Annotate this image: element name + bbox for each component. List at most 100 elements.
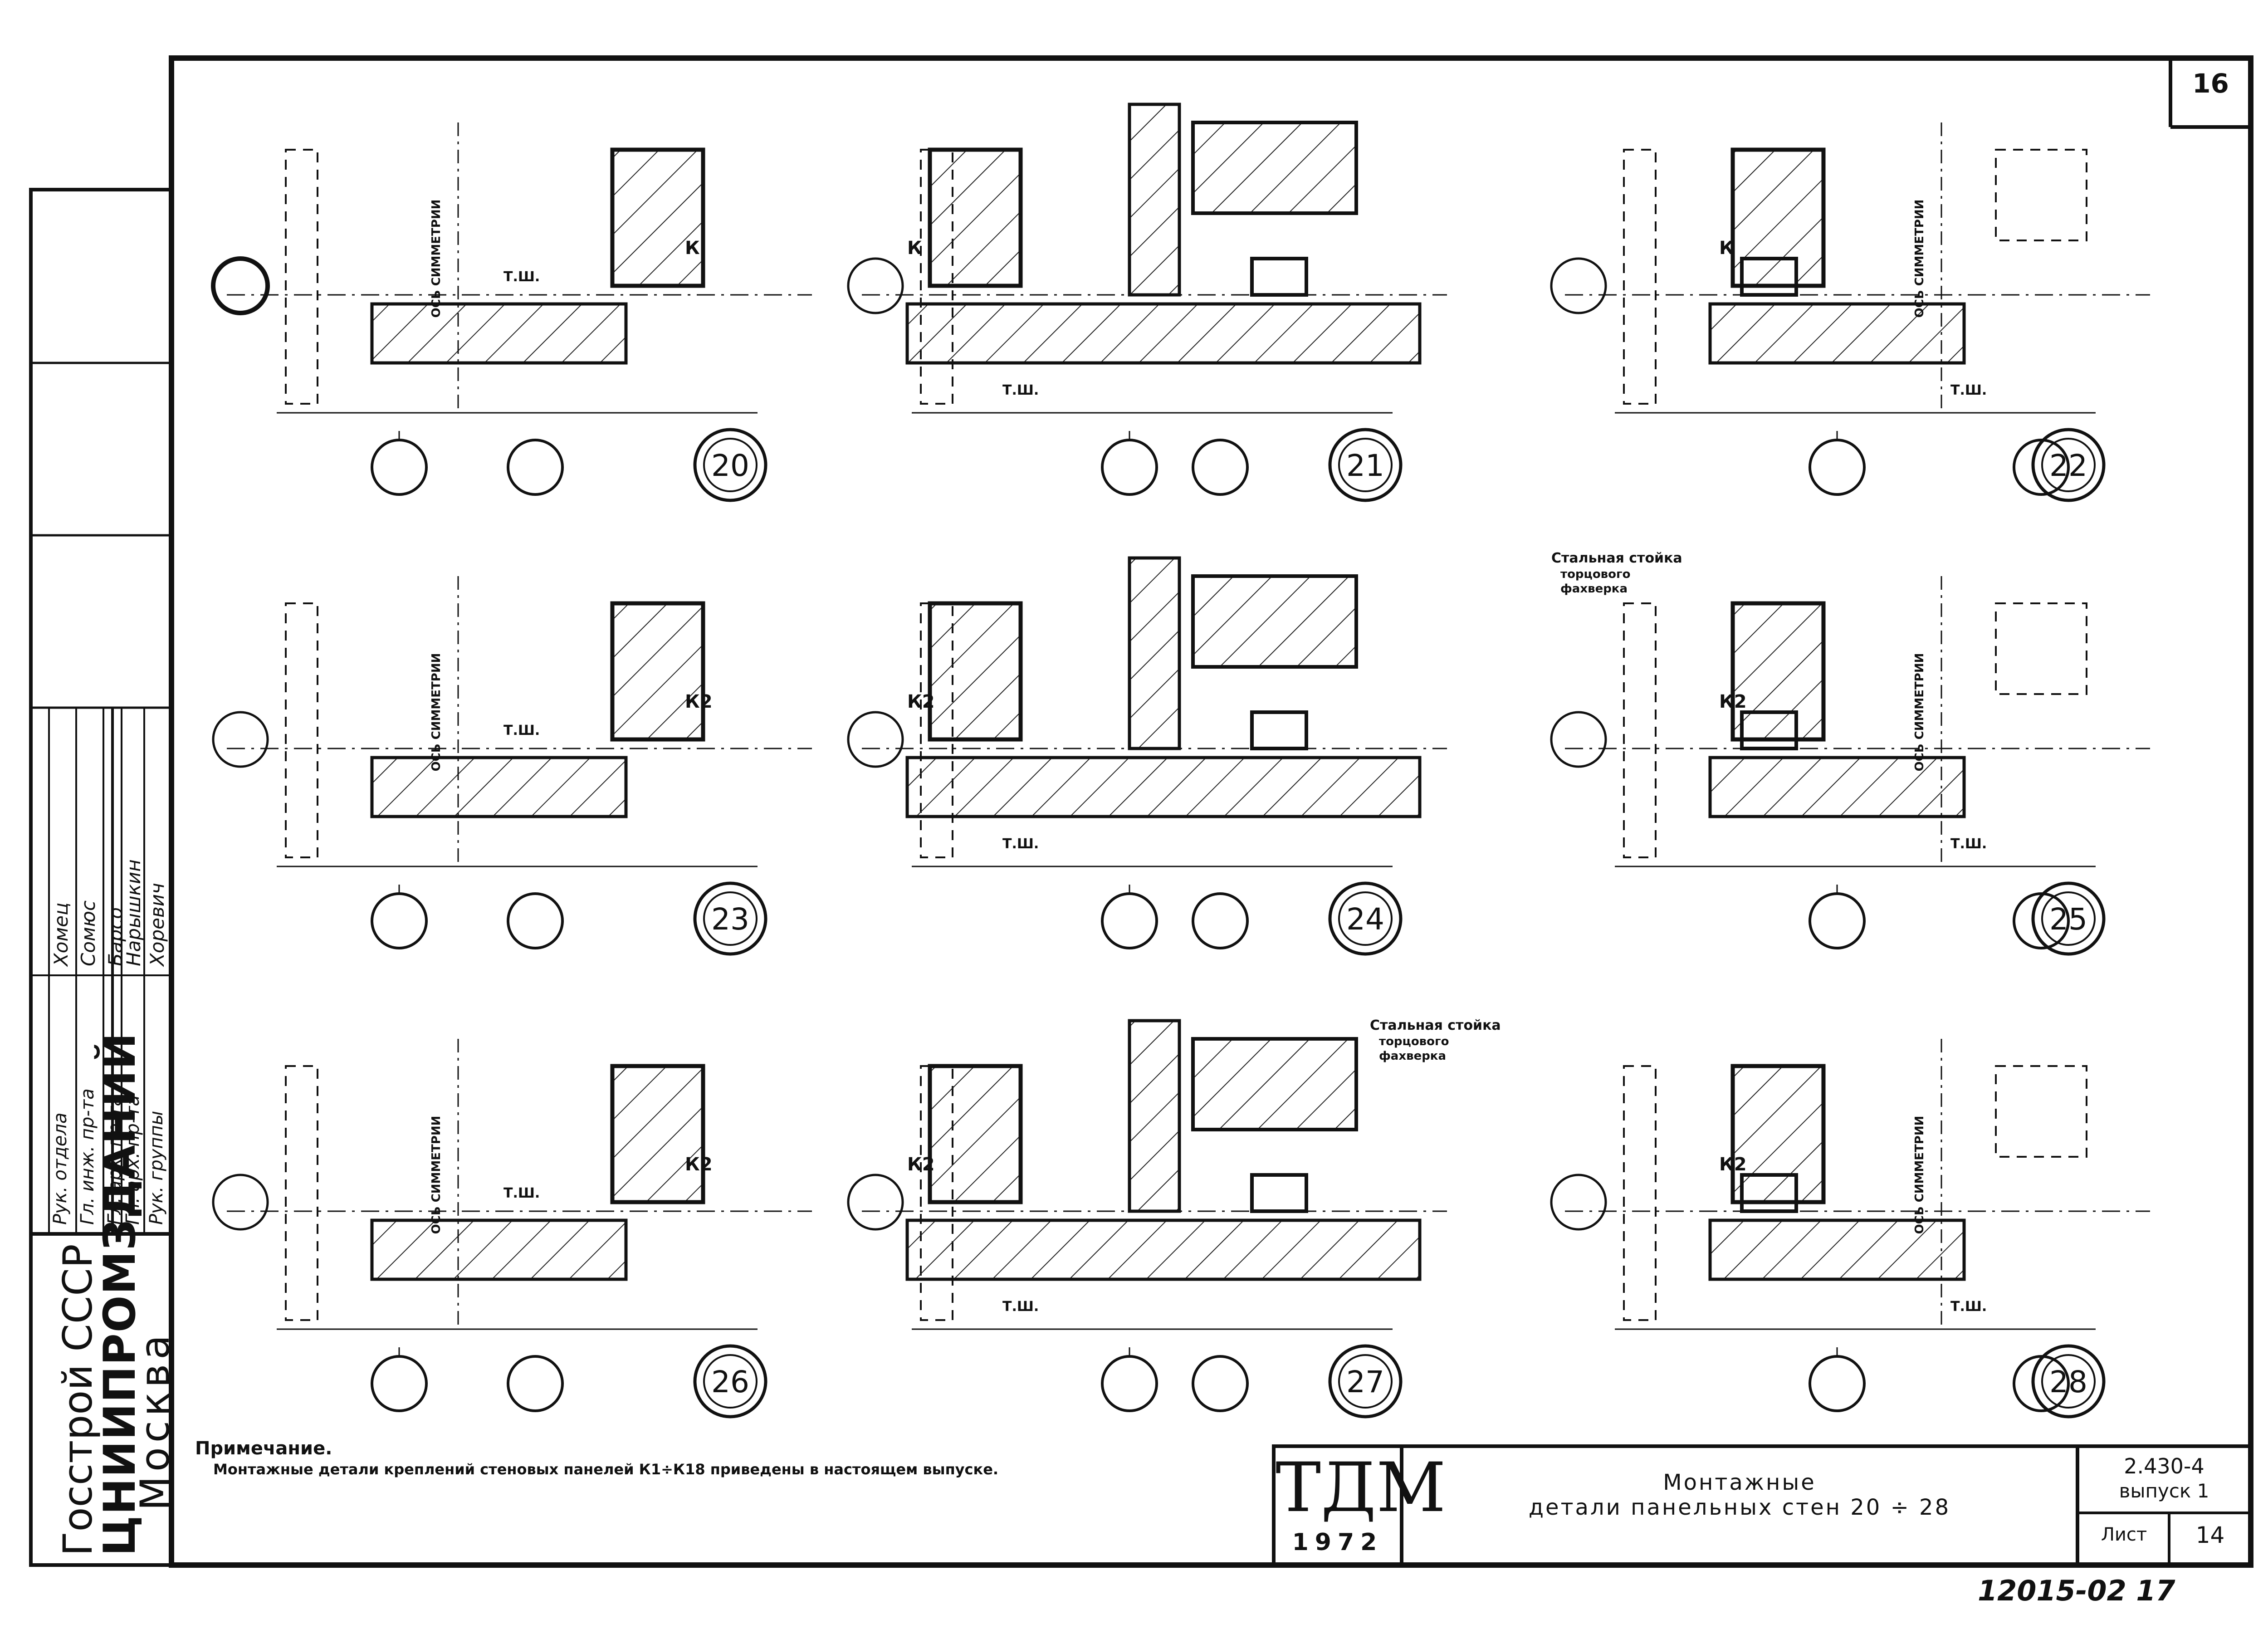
column-block: [610, 147, 705, 288]
column-block: [1730, 601, 1826, 742]
t-sh-label: Т.Ш.: [1950, 382, 1987, 398]
beam-block: [1191, 574, 1358, 669]
symmetry-axis-label: ОСЬ СИММЕТРИИ: [430, 653, 443, 772]
adjacent-outline: [1623, 1065, 1657, 1321]
axis-bubble-left: [847, 711, 904, 768]
detail-number-ring-outer: [1328, 428, 1403, 502]
detail-number-ring-outer: [693, 881, 767, 956]
detail-number-ring-inner: [1338, 891, 1393, 946]
steel-post-label: Стальная стойка: [1551, 550, 1682, 566]
wall-stub: [1128, 556, 1181, 750]
column-block: [1730, 147, 1826, 288]
detail-22: ОСЬ СИММЕТРИИ К Т.Ш. 22: [1550, 122, 2150, 502]
detail-number-ring-inner: [1338, 1354, 1393, 1409]
axis-bubble-left: [847, 257, 904, 314]
axis-bubble-left: [1550, 1174, 1607, 1231]
wall-stub: [1128, 103, 1181, 297]
detail-24: К2Т.Ш.24: [847, 556, 1447, 956]
adjacent-outline: [1623, 602, 1657, 858]
detail-number-ring-outer: [2031, 881, 2106, 956]
detail-number: 26: [711, 1365, 749, 1399]
wall-panel: [370, 756, 628, 818]
logo-year: 1972: [1292, 1529, 1383, 1556]
axis-bubble: [371, 1355, 428, 1412]
wall-panel: [1708, 1218, 1966, 1281]
org-line-3: Москва: [132, 1330, 178, 1511]
adjacent-outline: [285, 602, 318, 858]
adjacent-outline: [1995, 602, 2087, 695]
name-1: Хомец: [50, 902, 72, 966]
steel-post: [1740, 257, 1798, 297]
detail-number: 27: [1346, 1365, 1384, 1399]
connector-mark: К2: [1719, 691, 1747, 712]
t-sh-label: Т.Ш.: [1950, 1299, 1987, 1315]
detail-25: ОСЬ СИММЕТРИИ К2Т.Ш. 25: [1550, 576, 2150, 956]
connector-mark: К: [685, 238, 700, 259]
axis-bubble: [371, 892, 428, 949]
axis-bubble: [371, 439, 428, 496]
adjacent-outline: [1995, 1065, 2087, 1158]
column-block: [1730, 1064, 1826, 1204]
axis-bubble: [1192, 439, 1249, 496]
connector-mark: К: [1719, 238, 1734, 259]
symmetry-axis-label: ОСЬ СИММЕТРИИ: [1913, 653, 1926, 772]
detail-number: 23: [711, 902, 749, 937]
connector-mark: К2: [907, 1154, 935, 1175]
title-line-2: детали панельных стен 20 ÷ 28: [1528, 1495, 1951, 1520]
wall-stub: [1128, 1019, 1181, 1213]
detail-number: 28: [2049, 1365, 2087, 1399]
connector-mark: К: [907, 238, 922, 259]
detail-number-ring-inner: [1338, 438, 1393, 492]
connector-mark: К2: [685, 691, 713, 712]
steel-post: [1250, 1173, 1308, 1213]
detail-number: 22: [2049, 448, 2087, 483]
axis-bubble-left: [1550, 711, 1607, 768]
role-4: Гл. арх. пр-та: [122, 1095, 143, 1225]
role-2: Гл. инж. пр-та: [77, 1088, 98, 1225]
wall-panel: [1708, 302, 1966, 365]
t-sh-label: Т.Ш.: [503, 723, 540, 739]
role-5: Рук. группы: [146, 1111, 167, 1225]
axis-bubble-left: [847, 1174, 904, 1231]
wall-panel: [370, 1218, 628, 1281]
t-sh-label: Т.Ш.: [503, 1185, 540, 1201]
axis-bubble-left: [212, 711, 269, 768]
wall-panel: [370, 302, 628, 365]
axis-bubble: [1192, 1355, 1249, 1412]
detail-number: 21: [1346, 448, 1384, 483]
detail-number-ring-inner: [2041, 891, 2096, 946]
detail-number-ring-outer: [1328, 1344, 1403, 1419]
wall-panel: [905, 1218, 1422, 1281]
steel-post-label: фахверка: [1560, 582, 1628, 596]
steel-post-label: фахверка: [1379, 1049, 1446, 1063]
axis-bubble: [1101, 892, 1158, 949]
steel-post: [1250, 710, 1308, 750]
axis-bubble: [1101, 439, 1158, 496]
beam-block: [1191, 1037, 1358, 1131]
role-1: Рук. отдела: [50, 1112, 71, 1225]
adjacent-outline: [1623, 149, 1657, 405]
adjacent-outline: [285, 1065, 318, 1321]
wall-panel: [905, 756, 1422, 818]
t-sh-label: Т.Ш.: [1950, 836, 1987, 852]
detail-number-ring-outer: [1328, 881, 1403, 956]
t-sh-label: Т.Ш.: [1002, 836, 1039, 852]
series-code: 2.430-4: [2124, 1454, 2204, 1478]
sheet-label: Лист: [2101, 1524, 2147, 1545]
wall-panel: [1708, 756, 1966, 818]
detail-number-ring-inner: [2041, 1354, 2096, 1409]
detail-number-ring-inner: [703, 438, 758, 492]
steel-post-label: торцового: [1379, 1035, 1449, 1048]
steel-post: [1740, 710, 1798, 750]
name-5: Хоревич: [146, 883, 168, 966]
detail-number-ring-outer: [2031, 1344, 2106, 1419]
sheet-number: 14: [2195, 1522, 2225, 1548]
detail-number: 25: [2049, 902, 2087, 937]
column-block: [928, 601, 1023, 742]
symmetry-axis-label: ОСЬ СИММЕТРИИ: [1913, 200, 1926, 318]
detail-27: К2Т.Ш.27: [847, 1019, 1447, 1419]
